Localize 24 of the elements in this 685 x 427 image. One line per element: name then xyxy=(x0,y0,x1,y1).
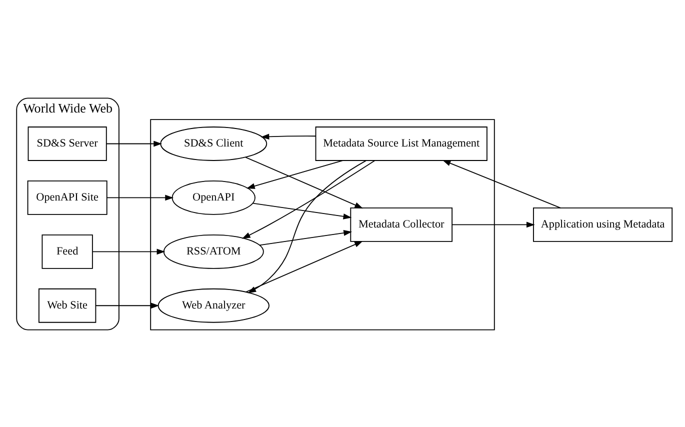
arrow xyxy=(260,133,316,140)
node-box: OpenAPI Site xyxy=(27,180,108,214)
arrow xyxy=(246,160,344,188)
node-box: Metadata Collector xyxy=(350,206,453,242)
arrow xyxy=(452,221,535,228)
arrow xyxy=(106,194,174,200)
node-box: Feed xyxy=(42,234,93,268)
arrow xyxy=(442,160,562,208)
arrow xyxy=(252,202,352,219)
arrow xyxy=(248,160,366,293)
arrow xyxy=(92,248,166,254)
node-ellipse: RSS/ATOM xyxy=(163,234,264,268)
node-box: SD&S Server xyxy=(28,126,107,160)
arrow xyxy=(259,230,352,246)
node-box: Metadata Source List Management xyxy=(315,126,488,160)
arrow xyxy=(106,140,162,146)
arrow xyxy=(95,302,160,308)
node-box: Application using Metadata xyxy=(533,206,673,242)
arrow xyxy=(245,156,364,208)
node-box: Web Site xyxy=(38,288,96,322)
arrow xyxy=(246,240,363,292)
node-ellipse: SD&S Client xyxy=(160,126,268,160)
node-ellipse: Web Analyzer xyxy=(158,288,270,322)
arrow xyxy=(242,160,376,238)
